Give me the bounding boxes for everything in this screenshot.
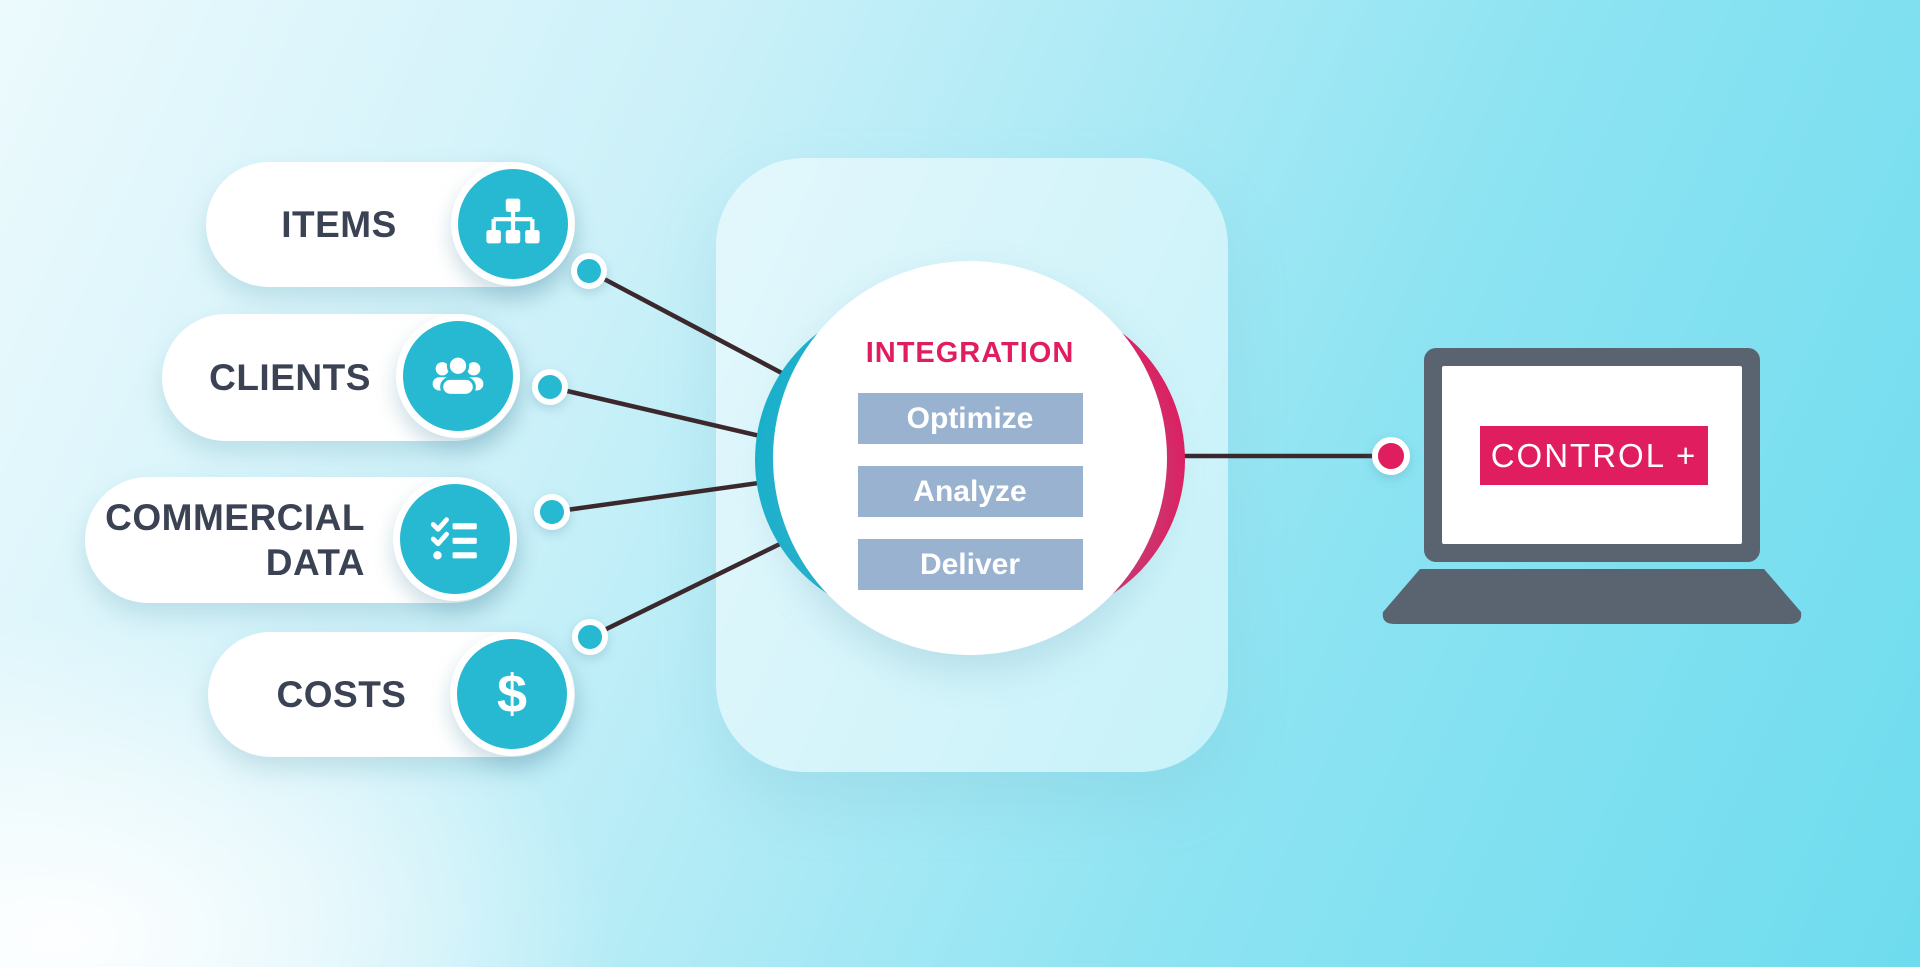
checklist-icon <box>430 517 477 560</box>
connector-dot-costs <box>572 619 608 655</box>
source-label-costs: COSTS <box>276 674 407 715</box>
step-analyze: Analyze <box>857 466 1083 517</box>
integration-circle: INTEGRATION Optimize Analyze Deliver <box>773 261 1167 655</box>
step-deliver: Deliver <box>857 539 1083 590</box>
source-label-clients: CLIENTS <box>209 357 371 398</box>
connector-dot-output <box>1372 437 1410 475</box>
source-label-items: ITEMS <box>281 204 397 245</box>
laptop-base <box>1382 569 1802 624</box>
connector-dot-clients <box>532 369 568 405</box>
costs-icon-circle: $ <box>450 632 574 756</box>
control-banner: CONTROL + <box>1480 426 1708 485</box>
source-label-commercial-data: COMMERCIAL DATA <box>105 497 365 583</box>
items-icon-circle <box>451 162 575 286</box>
step-optimize: Optimize <box>857 393 1083 444</box>
sitemap-icon <box>486 198 540 244</box>
connector-dot-items <box>571 253 607 289</box>
commercial-data-icon-circle <box>393 477 517 601</box>
integration-title: INTEGRATION <box>865 337 1075 369</box>
clients-icon-circle <box>396 314 520 438</box>
dollar-icon: $ <box>496 664 528 724</box>
users-icon <box>432 354 484 397</box>
control-label: CONTROL + <box>1490 436 1698 474</box>
connector-dot-commercial-data <box>534 494 570 530</box>
